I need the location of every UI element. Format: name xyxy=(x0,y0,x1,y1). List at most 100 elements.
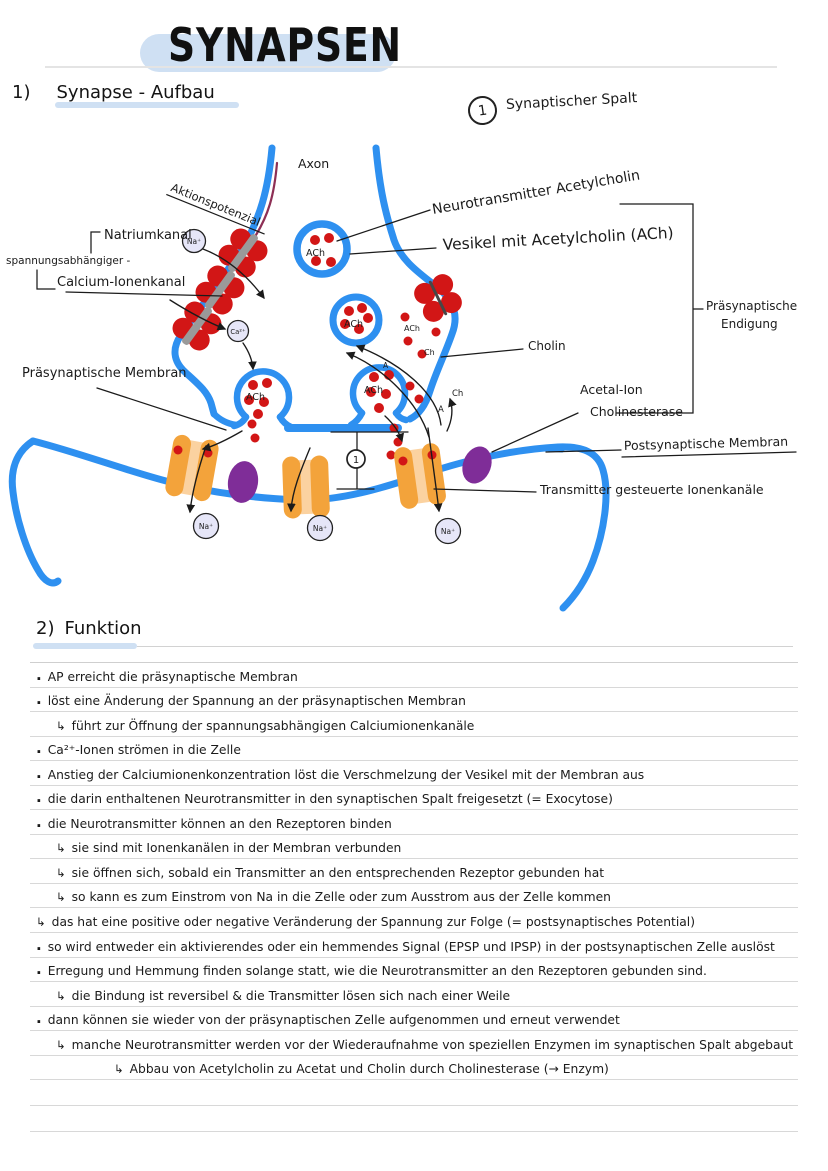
sub-item-arrow: ↳ xyxy=(36,915,46,930)
transmitter-channels-label: Transmitter gesteuerte Ionenkanäle xyxy=(539,482,764,497)
funktion-line-text: manche Neurotransmitter werden vor der W… xyxy=(71,1037,794,1052)
na-ion-label-3: Na⁺ xyxy=(441,527,455,536)
bullet-dot: · xyxy=(36,792,42,811)
calcium-channel-label: Calcium-Ionenkanal xyxy=(57,275,185,290)
funktion-line: ·löst eine Änderung der Spannung an der … xyxy=(30,688,798,713)
vesicle-1 xyxy=(293,220,351,278)
funktion-line-text: die darin enthaltenen Neurotransmitter i… xyxy=(47,792,613,807)
sodium-ion-3 xyxy=(434,517,462,545)
label-lines xyxy=(36,203,797,493)
bullet-dot: · xyxy=(36,1013,42,1032)
presynaptic-ending-label-2: Endigung xyxy=(721,317,778,331)
funktion-line: ↳ sie öffnen sich, sobald ein Transmitter… xyxy=(30,859,798,884)
sub-item-arrow: ↳ xyxy=(114,1062,124,1077)
flow-arrows xyxy=(169,248,457,514)
fusing-vesicle-left xyxy=(233,368,293,421)
funktion-line: ↳ das hat eine positive oder negative Ver… xyxy=(30,908,798,934)
funktion-line: · Anstieg der Calciumionenkonzentration l… xyxy=(30,761,798,786)
presynaptic-membrane-label: Präsynaptische Membran xyxy=(22,366,187,381)
neurotransmitter-label: Neurotransmitter Acetylcholin xyxy=(431,167,641,218)
vesicle-2 xyxy=(329,293,383,347)
section2-rule xyxy=(137,646,793,647)
receptor-channel-2 xyxy=(281,455,331,519)
funktion-notes-list: ·AP erreicht die präsynaptische Membran·… xyxy=(30,662,798,1133)
action-potential-label: Aktionspotenzial xyxy=(169,180,263,229)
a-label-1: A xyxy=(383,361,389,370)
sub-item-arrow: ↳ xyxy=(56,718,66,733)
bullet-dot: · xyxy=(36,743,42,762)
empty-ruled-line xyxy=(30,1106,798,1133)
presynaptic-ending-label-1: Präsynaptische xyxy=(706,299,797,313)
cleft-width-indicator: 1 xyxy=(330,431,409,490)
ca-ion-label: Ca²⁺ xyxy=(230,328,246,336)
funktion-line: ↳ Abbau von Acetylcholin zu Acetat und Ch… xyxy=(30,1056,798,1081)
cholinesterase-enzyme-1 xyxy=(227,461,259,503)
sub-item-arrow: ↳ xyxy=(56,988,66,1003)
action-potential-trace xyxy=(254,161,279,237)
bullet-dot: · xyxy=(36,939,42,958)
synapse-diagram: Na⁺ Ca²⁺ Na⁺ Na⁺ Na⁺ 1 xyxy=(6,144,797,612)
funktion-line: · Erregung und Hemmung finden solange sta… xyxy=(30,958,798,983)
section1-title: Synapse - Aufbau xyxy=(56,82,215,103)
funktion-line: ·AP erreicht die präsynaptische Membran xyxy=(30,663,798,688)
sub-item-arrow: ↳ xyxy=(56,865,66,880)
sub-item-arrow: ↳ xyxy=(56,1037,66,1052)
funktion-line: · dann können sie wieder von der präsynap… xyxy=(30,1007,798,1032)
funktion-line-text: sie öffnen sich, sobald ein Transmitter … xyxy=(71,865,605,880)
page-title: SYNAPSEN xyxy=(168,18,402,72)
bullet-dot: · xyxy=(36,964,42,983)
funktion-line: · Ca²⁺-Ionen strömen in die Zelle xyxy=(30,737,798,762)
funktion-line-text: Abbau von Acetylcholin zu Acetat und Cho… xyxy=(129,1062,609,1077)
funktion-line-text: so kann es zum Einstrom von Na in die Ze… xyxy=(71,890,611,905)
funktion-line-text: führt zur Öffnung der spannungsabhängige… xyxy=(71,718,475,733)
funktion-line: ↳ manche Neurotransmitter werden vor der … xyxy=(30,1031,798,1056)
diagram-labels: Axon Aktionspotenzial Natriumkanal spann… xyxy=(6,156,797,497)
cholinesterase-label: Cholinesterase xyxy=(590,404,683,419)
section1-number: 1) xyxy=(12,82,31,103)
ions: Na⁺ Ca²⁺ Na⁺ Na⁺ Na⁺ xyxy=(181,228,462,545)
cholinesterase-enzyme-2 xyxy=(462,446,492,484)
funktion-line-text: die Neurotransmitter können an den Rezep… xyxy=(47,816,392,831)
acetylcholine-dots xyxy=(244,233,441,460)
bullet-dot: · xyxy=(36,669,42,688)
axon-label: Axon xyxy=(298,156,329,171)
section2-number: 2) xyxy=(36,618,55,639)
section2-heading: 2) Funktion xyxy=(36,618,142,639)
vesicle-label: Vesikel mit Acetylcholin (ACh) xyxy=(442,224,674,254)
ach-label-4: ACh xyxy=(364,385,383,396)
section1-underline xyxy=(55,102,239,108)
cleft-number: 1 xyxy=(353,455,359,466)
section2-underline xyxy=(33,643,137,649)
voltage-dependent-label: spannungsabhängiger - xyxy=(6,255,131,267)
bullet-dot: · xyxy=(36,767,42,786)
ach-label-3: ACh xyxy=(246,392,265,403)
acetal-ion-label: Acetal-Ion xyxy=(580,382,643,397)
funktion-line-text: dann können sie wieder von der präsynapt… xyxy=(47,1013,620,1028)
funktion-line-text: sie sind mit Ionenkanälen in der Membran… xyxy=(71,841,402,856)
funktion-line-text: das hat eine positive oder negative Verä… xyxy=(51,915,696,930)
bullet-dot: · xyxy=(36,694,42,713)
a-label-2: A xyxy=(438,405,444,415)
sodium-channel-label: Natriumkanal xyxy=(104,228,192,243)
sodium-ion-top xyxy=(181,228,207,254)
ach-label-5: ACh xyxy=(404,324,420,333)
section2-title: Funktion xyxy=(64,618,142,639)
fusing-vesicle-right xyxy=(349,364,409,417)
transmitter-gated-channels xyxy=(163,433,492,519)
empty-ruled-line xyxy=(30,1080,798,1107)
funktion-line-text: Anstieg der Calciumionenkonzentration lö… xyxy=(47,767,645,782)
na-ion-label-1: Na⁺ xyxy=(199,522,213,531)
funktion-line: ↳ so kann es zum Einstrom von Na in die Z… xyxy=(30,884,798,909)
na-ion-label: Na⁺ xyxy=(187,237,201,246)
funktion-line: · die Neurotransmitter können an den Reze… xyxy=(30,810,798,835)
funktion-line-text: Ca²⁺-Ionen strömen in die Zelle xyxy=(47,743,241,758)
funktion-line-text: Erregung und Hemmung finden solange stat… xyxy=(47,964,707,979)
ach-label-2: ACh xyxy=(344,319,363,330)
funktion-line: ↳ führt zur Öffnung der spannungsabhängig… xyxy=(30,712,798,737)
calcium-ion xyxy=(226,319,250,343)
postsynaptic-membrane-label: Postsynaptische Membran xyxy=(624,434,789,453)
title-rule xyxy=(45,66,777,68)
bullet-dot: · xyxy=(36,816,42,835)
sub-item-arrow: ↳ xyxy=(56,890,66,905)
funktion-line-text: so wird entweder ein aktivierendes oder … xyxy=(47,939,775,954)
